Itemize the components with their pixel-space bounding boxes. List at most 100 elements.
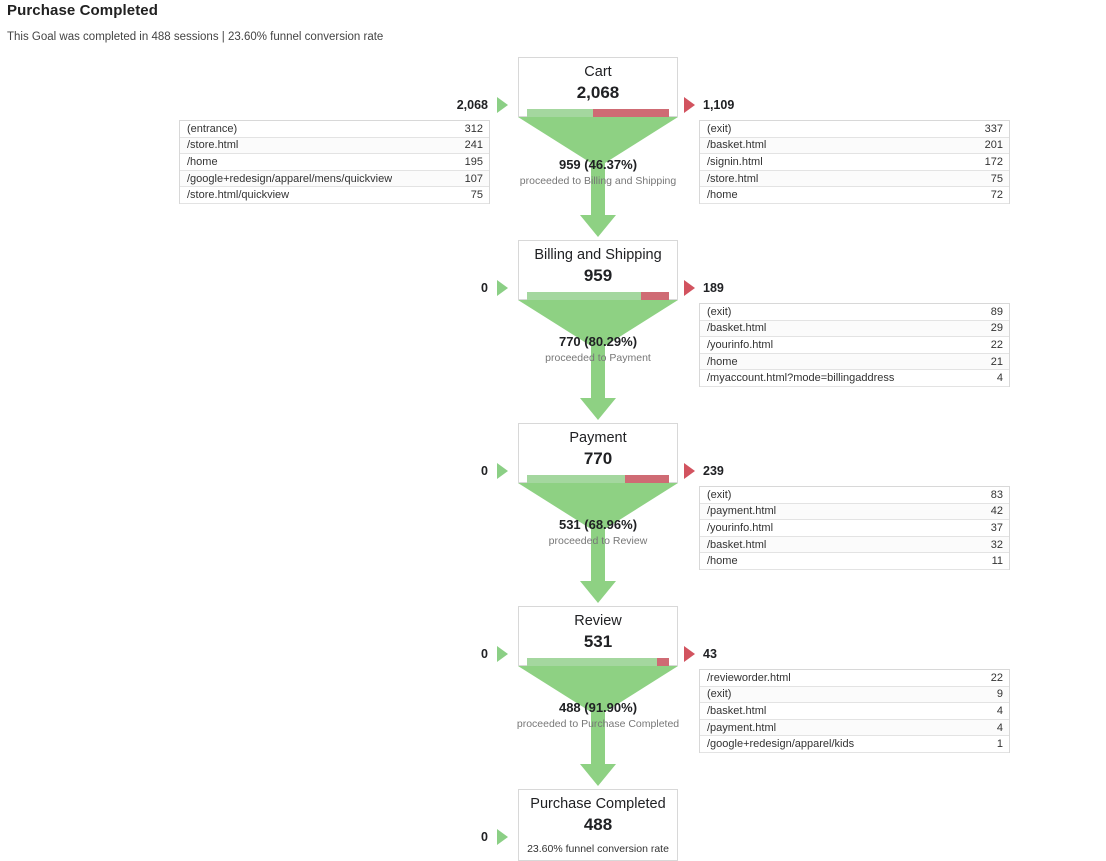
entrance-caret-icon xyxy=(497,463,508,479)
path-label: /payment.html xyxy=(707,505,777,518)
entrance-caret-icon xyxy=(497,829,508,845)
table-row[interactable]: /store.html 75 xyxy=(700,170,1009,188)
table-row[interactable]: /home 195 xyxy=(180,154,489,171)
proceed-portion xyxy=(527,475,625,484)
proceed-portion xyxy=(527,109,593,118)
connector-caption: proceeded to Purchase Completed xyxy=(516,718,680,730)
path-count: 89 xyxy=(990,305,1003,318)
path-count: 37 xyxy=(990,521,1003,534)
entrance-caret-icon xyxy=(497,280,508,296)
funnel-stage-billing-and-shipping[interactable]: Billing and Shipping 959 xyxy=(518,240,678,301)
entrance-caret-icon xyxy=(497,97,508,113)
path-count: 11 xyxy=(991,555,1003,568)
table-row[interactable]: (exit) 337 xyxy=(700,121,1009,138)
funnel-arrowhead-icon xyxy=(580,215,616,237)
path-count: 4 xyxy=(996,372,1003,385)
funnel-arrowhead-icon xyxy=(580,398,616,420)
funnel-stage-cart[interactable]: Cart 2,068 xyxy=(518,57,678,118)
path-label: /store.html xyxy=(187,139,239,152)
stage-value: 488 xyxy=(583,815,613,834)
table-row[interactable]: /yourinfo.html 37 xyxy=(700,520,1009,537)
table-row[interactable]: /basket.html 29 xyxy=(700,320,1009,338)
table-row[interactable]: /revieworder.html 22 xyxy=(700,670,1009,687)
table-row[interactable]: /payment.html 42 xyxy=(700,503,1009,521)
path-count: 22 xyxy=(990,671,1003,684)
stage-name: Payment xyxy=(569,430,627,446)
funnel-stem xyxy=(591,529,605,581)
proceed-portion xyxy=(527,658,658,667)
path-count: 75 xyxy=(990,172,1003,185)
connector-value: 488 (91.90%) xyxy=(558,700,638,715)
stage-entered-value: 0 xyxy=(481,281,488,295)
stage-exited-value: 43 xyxy=(703,647,717,661)
table-row[interactable]: /signin.html 172 xyxy=(700,154,1009,171)
connector-caption: proceeded to Billing and Shipping xyxy=(519,175,677,187)
path-label: /myaccount.html?mode=billingaddress xyxy=(707,372,895,385)
table-row[interactable]: (exit) 9 xyxy=(700,686,1009,704)
table-row[interactable]: /basket.html 32 xyxy=(700,536,1009,554)
path-label: /home xyxy=(707,189,738,202)
path-label: /home xyxy=(707,555,738,568)
table-row[interactable]: /google+redesign/apparel/kids 1 xyxy=(700,736,1009,753)
connector-caption: proceeded to Payment xyxy=(545,352,651,364)
stage-entered-value: 2,068 xyxy=(456,98,488,112)
path-label: /basket.html xyxy=(707,139,767,152)
entrance-caret-icon xyxy=(497,646,508,662)
table-row[interactable]: /home 21 xyxy=(700,353,1009,371)
exit-paths-table-cart: (exit) 337 /basket.html 201 /signin.html… xyxy=(699,120,1010,204)
stage-value: 531 xyxy=(583,632,613,651)
path-count: 21 xyxy=(990,355,1003,368)
page-title: Purchase Completed xyxy=(7,2,159,19)
entrance-paths-table-cart: (entrance) 312 /store.html 241 /home 195… xyxy=(179,120,490,204)
funnel-stage-payment[interactable]: Payment 770 xyxy=(518,423,678,484)
table-row[interactable]: /home 11 xyxy=(700,553,1009,570)
funnel-arrowhead-icon xyxy=(580,581,616,603)
exit-paths-table-review: /revieworder.html 22 (exit) 9 /basket.ht… xyxy=(699,669,1010,753)
table-row[interactable]: (exit) 89 xyxy=(700,304,1009,321)
stage-name: Billing and Shipping xyxy=(534,247,662,263)
funnel-stage-review[interactable]: Review 531 xyxy=(518,606,678,667)
connector-caption: proceeded to Review xyxy=(548,535,648,547)
path-label: (exit) xyxy=(707,488,732,501)
table-row[interactable]: (entrance) 312 xyxy=(180,121,489,138)
path-count: 29 xyxy=(990,322,1003,335)
path-count: 4 xyxy=(996,704,1003,717)
exit-caret-icon xyxy=(684,646,695,662)
table-row[interactable]: /home 72 xyxy=(700,187,1009,204)
path-count: 9 xyxy=(996,688,1003,701)
stage-name: Cart xyxy=(584,64,612,80)
funnel-connector-3: 531 (68.96%) proceeded to Review xyxy=(518,483,678,603)
funnel-trapezoid xyxy=(518,666,678,712)
funnel-trapezoid xyxy=(518,483,678,529)
funnel-stage-purchase-completed[interactable]: Purchase Completed 488 23.60% funnel con… xyxy=(518,789,678,861)
funnel-trapezoid xyxy=(518,300,678,346)
table-row[interactable]: /yourinfo.html 22 xyxy=(700,337,1009,354)
path-count: 172 xyxy=(984,155,1003,168)
table-row[interactable]: /store.html/quickview 75 xyxy=(180,187,489,204)
stage-split-bar xyxy=(527,109,669,118)
stage-entered-value: 0 xyxy=(481,830,488,844)
funnel-stem xyxy=(591,163,605,215)
path-count: 107 xyxy=(464,172,483,185)
table-row[interactable]: /store.html 241 xyxy=(180,137,489,155)
funnel-connector-4: 488 (91.90%) proceeded to Purchase Compl… xyxy=(517,666,679,786)
stage-split-bar xyxy=(527,292,669,301)
path-count: 83 xyxy=(990,488,1003,501)
path-label: /store.html/quickview xyxy=(187,189,290,202)
table-row[interactable]: /google+redesign/apparel/mens/quickview … xyxy=(180,170,489,188)
table-row[interactable]: /basket.html 201 xyxy=(700,137,1009,155)
table-row[interactable]: /myaccount.html?mode=billingaddress 4 xyxy=(700,370,1009,387)
table-row[interactable]: /payment.html 4 xyxy=(700,719,1009,737)
exit-caret-icon xyxy=(684,280,695,296)
path-label: (entrance) xyxy=(187,122,238,135)
funnel-connector-1: 959 (46.37%) proceeded to Billing and Sh… xyxy=(518,117,678,237)
table-row[interactable]: (exit) 83 xyxy=(700,487,1009,504)
exit-caret-icon xyxy=(684,463,695,479)
exit-paths-table-payment: (exit) 83 /payment.html 42 /yourinfo.htm… xyxy=(699,486,1010,570)
path-label: /basket.html xyxy=(707,322,767,335)
table-row[interactable]: /basket.html 4 xyxy=(700,703,1009,720)
path-label: /google+redesign/apparel/mens/quickview xyxy=(187,172,393,185)
path-count: 1 xyxy=(996,738,1003,751)
path-label: (exit) xyxy=(707,688,732,701)
